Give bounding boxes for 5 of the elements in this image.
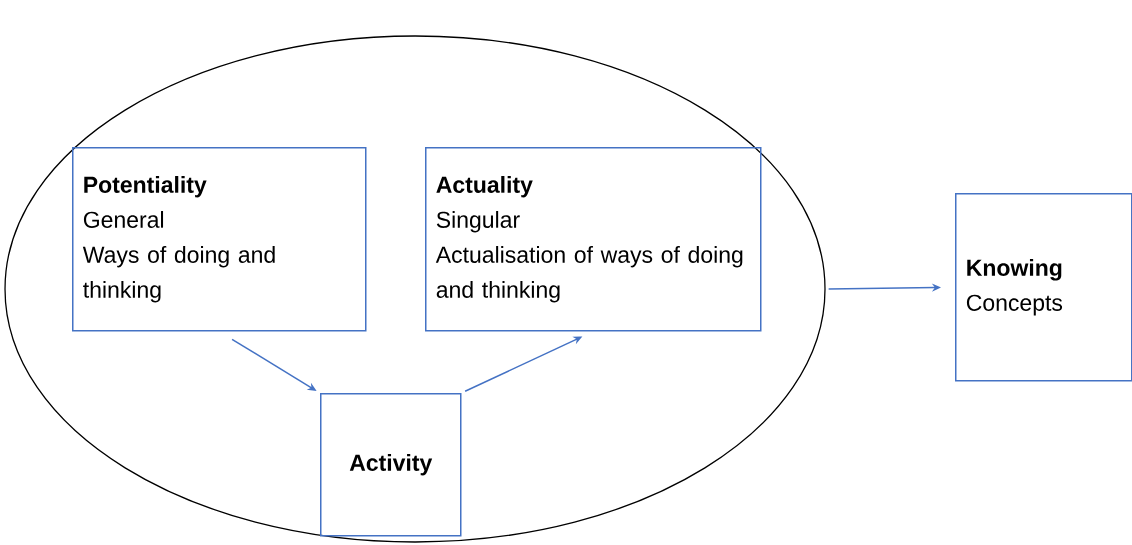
text-box: Activity [320,393,462,537]
text-box: Potentiality General Ways of doing and thinking [72,147,367,332]
text-box: Knowing Concepts [955,193,1132,382]
text-box: Actuality Singular Actualisation of ways of doing and thinking [425,147,762,332]
ellipse [4,35,826,543]
